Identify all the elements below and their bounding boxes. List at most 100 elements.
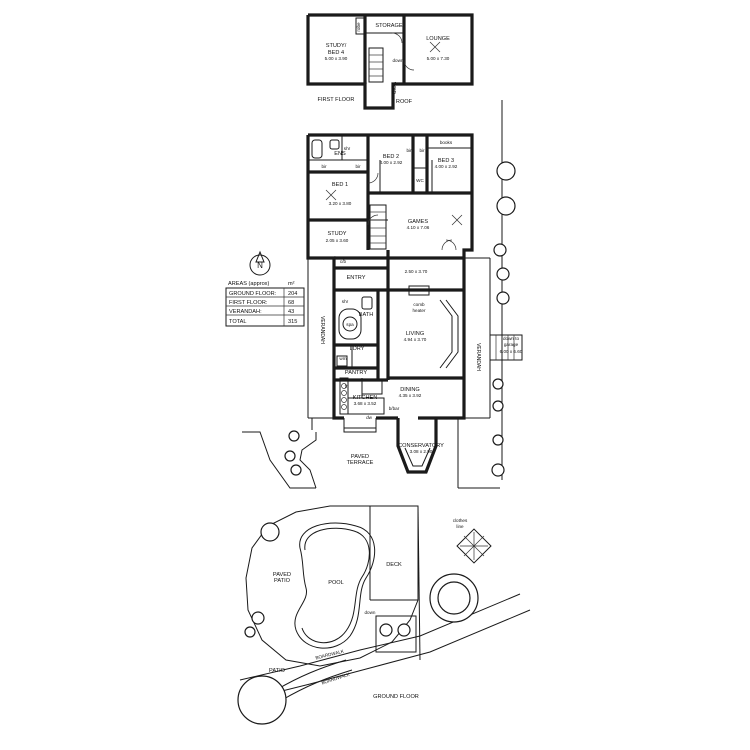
conservatory-label: CONSERVATORY [398, 443, 444, 449]
tree [492, 378, 504, 390]
boardwalk-label-lower: BOARDWALK [321, 671, 351, 685]
bath-label: BATH [359, 312, 374, 318]
games-label: GAMES [408, 219, 428, 225]
paved-patio-label: PAVED [273, 572, 291, 578]
verandah-right-label: VERANDAH [475, 343, 481, 371]
tree [237, 675, 287, 725]
tree [260, 522, 280, 542]
entry-label: ENTRY [347, 275, 366, 281]
dining-label: DINING [400, 387, 420, 393]
verandah-left-label: VERANDAH [319, 316, 325, 344]
ensuite-label: ENS [334, 151, 346, 157]
bath-shower-label: shr [342, 299, 349, 304]
areas-total-label: TOTAL [229, 319, 247, 325]
bed1-robe-label-b: bir [355, 164, 361, 169]
areas-row-value: 68 [288, 300, 294, 306]
pantry-label: PANTRY [345, 370, 367, 376]
living-label: LIVING [406, 331, 424, 337]
areas-row-value: 43 [288, 309, 294, 315]
ground-floor-plan [242, 100, 523, 489]
trees [237, 161, 516, 725]
paved-terrace-label: PAVED [351, 454, 369, 460]
tree [397, 623, 411, 637]
deck-label: DECK [386, 562, 402, 568]
ensuite-shower-label: shr [344, 146, 351, 151]
clothes-line-label: clothes [453, 518, 468, 523]
bed1-dimensions: 3.20 x 3.80 [329, 201, 352, 206]
bed2-dimensions: 4.00 x 2.92 [380, 160, 403, 165]
tree [491, 463, 505, 477]
coat-cupboard-label: c/b [340, 259, 347, 264]
tree [290, 464, 302, 476]
tree [493, 243, 507, 257]
dining-dimensions: 4.35 x 3.92 [399, 393, 422, 398]
north-compass [249, 250, 271, 276]
study-label: STUDY [328, 231, 347, 237]
study-dimensions: 2.05 x 3.60 [326, 238, 349, 243]
first-floor-plan [306, 13, 474, 110]
wc-label: WC [416, 178, 424, 183]
areas-row-value: 204 [288, 291, 297, 297]
spa-label: spa [346, 322, 354, 327]
study-bed4-dimensions: 5.00 x 3.90 [325, 56, 348, 61]
tree [251, 611, 265, 625]
tree [496, 196, 516, 216]
tree [284, 450, 296, 462]
tree [492, 434, 504, 446]
areas-row-label: GROUND FLOOR: [229, 291, 277, 297]
kitchen-label: KITCHEN [353, 395, 378, 401]
areas-total-value: 315 [288, 319, 297, 325]
clothes-line-label-2: line [456, 524, 464, 529]
tree [288, 430, 300, 442]
ground-floor-title: GROUND FLOOR [373, 694, 419, 700]
tree [379, 623, 393, 637]
patio-label: PATIO [269, 668, 286, 674]
areas-row-label: FIRST FLOOR: [229, 300, 268, 306]
lounge-dimensions: 5.00 x 7.30 [427, 56, 450, 61]
conservatory-dimensions: 3.08 x 2.90 [410, 449, 433, 454]
games-dimensions: 4.10 x 7.06 [407, 225, 430, 230]
tree [496, 161, 516, 181]
breakfast-bar-label: b/bar [389, 406, 400, 411]
fridge-label: fr [345, 384, 348, 389]
robe-label: robe [356, 22, 361, 32]
pool-label: POOL [328, 580, 344, 586]
void-label: VOID [390, 82, 396, 95]
laundry-label: LDRY [350, 346, 365, 352]
books-label: books [440, 140, 453, 145]
bed1-label: BED 1 [332, 182, 348, 188]
tree [496, 291, 510, 305]
hall-dimensions: 2.50 x 3.70 [405, 269, 428, 274]
paved-patio-label-2: PATIO [274, 578, 291, 584]
tree [492, 400, 504, 412]
first-floor-down-label: down [393, 58, 404, 63]
first-floor-title: FIRST FLOOR [318, 97, 355, 103]
bed3-dimensions: 4.00 x 2.92 [435, 164, 458, 169]
areas-table-unit: m² [288, 281, 295, 287]
tree [244, 626, 256, 638]
bed2-label: BED 2 [383, 154, 399, 160]
down-to-garage-label: down to [503, 336, 520, 341]
roof-label: ROOF [396, 99, 413, 105]
study-bed4-label-2: BED 4 [328, 50, 344, 56]
dishwasher-label: dw [366, 415, 373, 420]
down-to-garage-label-2: garage [504, 342, 519, 347]
garage-dimensions: 6.00 x 6.60 [500, 349, 523, 354]
garden-plan [239, 505, 531, 701]
deck-down-label: down [365, 610, 376, 615]
bed2-robe-label: bir [406, 148, 412, 153]
kitchen-dimensions: 3.68 x 3.52 [354, 401, 377, 406]
comb-heater-label-2: heater [412, 308, 425, 313]
areas-table [225, 287, 305, 327]
north-compass-letter: N [257, 261, 263, 270]
paved-terrace-label-2: TERRACE [347, 460, 374, 466]
lounge-label: LOUNGE [426, 36, 450, 42]
study-bed4-label: STUDY/ [326, 43, 347, 49]
bed3-label: BED 3 [438, 158, 454, 164]
comb-heater-label: comb [413, 302, 425, 307]
areas-table-title: AREAS (approx) [228, 281, 269, 287]
living-dimensions: 4.94 x 3.70 [404, 337, 427, 342]
bed3-robe-label: bir [419, 148, 425, 153]
areas-row-label: VERANDAH: [229, 309, 262, 315]
